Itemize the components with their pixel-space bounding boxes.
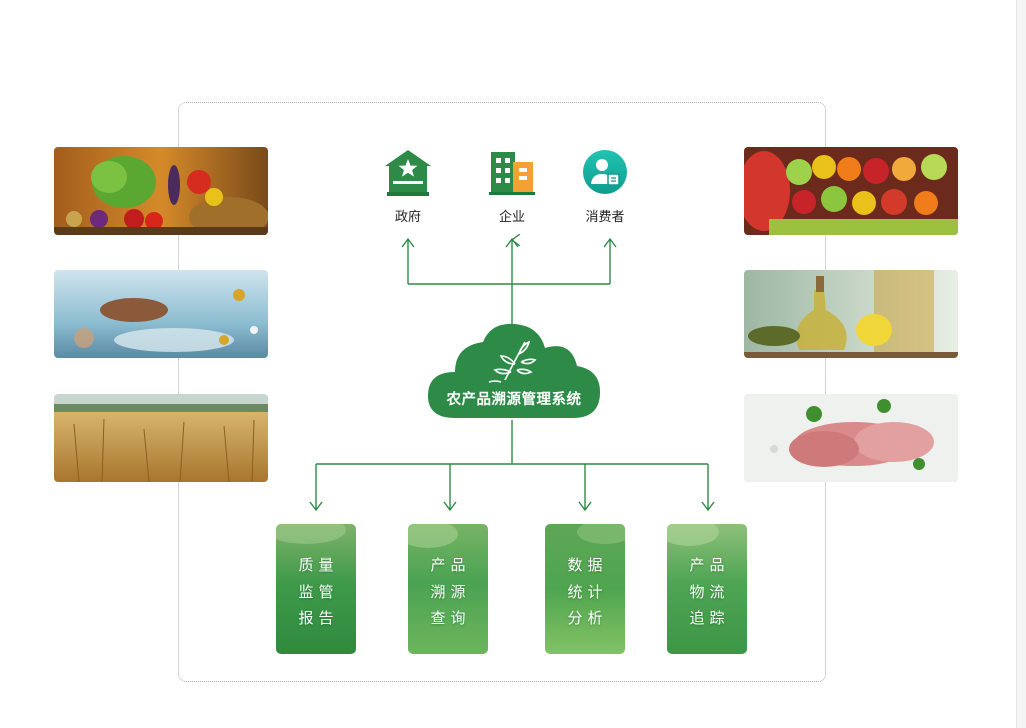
module-line: 报告 [298,609,339,627]
wheat-field-photo [54,394,268,482]
olive-oil-photo [744,270,958,358]
module-card-trace-query: 产品溯源查询 [408,524,488,654]
government-icon [383,148,433,198]
fruits-photo [744,147,958,235]
system-title: 农产品溯源管理系统 [446,392,582,408]
wheat-leaf-icon [488,340,537,383]
module-line: 统计 [567,582,608,601]
module-line: 查询 [430,609,471,627]
central-system-cloud [425,318,603,422]
actor-label: 消费者 [585,210,625,225]
fish-seafood-photo [54,270,268,358]
module-card-data-analysis: 数据统计分析 [545,524,625,654]
module-line: 溯源 [430,582,471,601]
actor-enterprise: 企业 [472,148,552,225]
enterprise-icon [487,148,537,198]
actor-government: 政府 [368,148,448,225]
actor-label: 政府 [394,210,421,225]
module-line: 数据 [567,556,608,574]
module-line: 质量 [298,556,339,574]
module-card-quality: 质量监管报告 [276,524,356,654]
actor-label: 企业 [498,210,525,225]
actor-consumer: 消费者 [565,148,645,225]
consumer-icon [580,148,630,198]
right-edge-strip [1016,0,1026,728]
module-card-logistics: 产品物流追踪 [667,524,747,654]
system-boundary-frame [178,102,826,682]
raw-meat-photo [744,394,958,482]
module-line: 追踪 [689,609,730,627]
vegetables-photo [54,147,268,235]
module-line: 产品 [689,556,730,574]
module-line: 物流 [689,582,730,601]
module-line: 分析 [567,609,608,627]
module-line: 产品 [430,556,471,574]
module-line: 监管 [298,582,339,601]
